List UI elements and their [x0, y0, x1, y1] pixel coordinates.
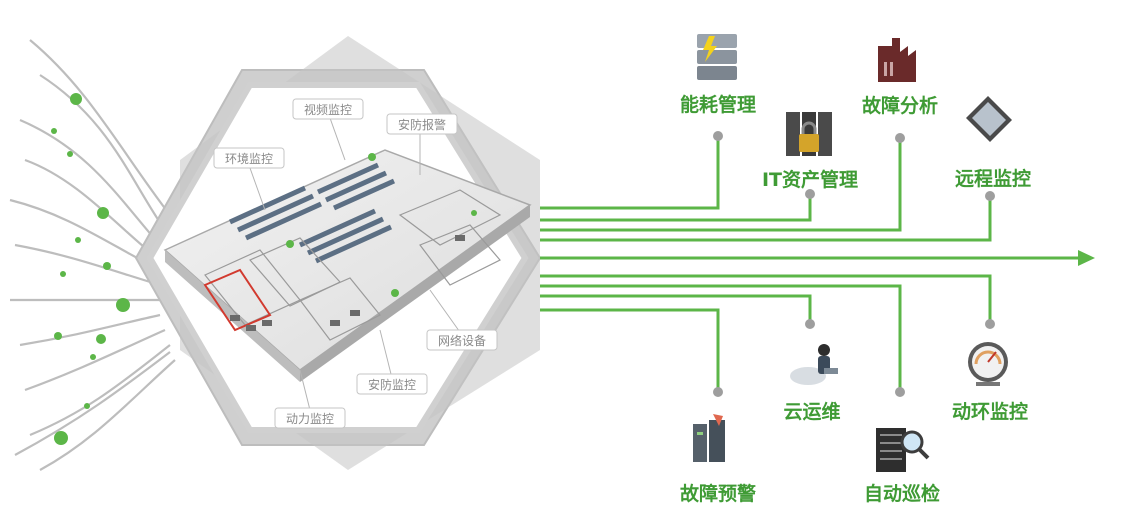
server-search-icon [876, 428, 930, 472]
area-leaders [249, 117, 463, 411]
area-label-environment: 环境监控 [225, 151, 273, 166]
server-energy-icon [697, 34, 737, 80]
server-alert-icon [693, 414, 725, 462]
flow-dots [51, 93, 130, 445]
floor-plan [163, 149, 532, 382]
tablet-icon [966, 96, 1012, 142]
label-energy-management: 能耗管理 [680, 93, 756, 116]
arrow-head-icon [1078, 250, 1095, 266]
label-fault-analysis: 故障分析 [862, 94, 938, 117]
connector-dots [713, 131, 995, 397]
factory-icon [878, 38, 916, 82]
server-lock-icon [786, 112, 832, 156]
label-auto-patrol: 自动巡检 [864, 482, 940, 505]
label-env-power-monitoring: 动环监控 [952, 400, 1028, 423]
area-label-video: 视频监控 [304, 102, 352, 117]
label-it-asset-management: IT资产管理 [762, 168, 858, 191]
label-cloud-ops: 云运维 [783, 400, 840, 423]
area-label-security-alarm: 安防报警 [398, 117, 446, 132]
label-remote-monitoring: 远程监控 [955, 167, 1031, 190]
area-label-power: 动力监控 [286, 412, 334, 426]
area-label-network: 网络设备 [438, 333, 486, 348]
flow-curves [9, 39, 176, 471]
output-lines [540, 138, 1080, 390]
area-label-boxes [213, 98, 498, 429]
cloud-user-icon [790, 344, 838, 385]
label-fault-warning: 故障预警 [680, 482, 756, 505]
area-label-security: 安防监控 [368, 377, 416, 392]
gauge-icon [968, 342, 1008, 386]
